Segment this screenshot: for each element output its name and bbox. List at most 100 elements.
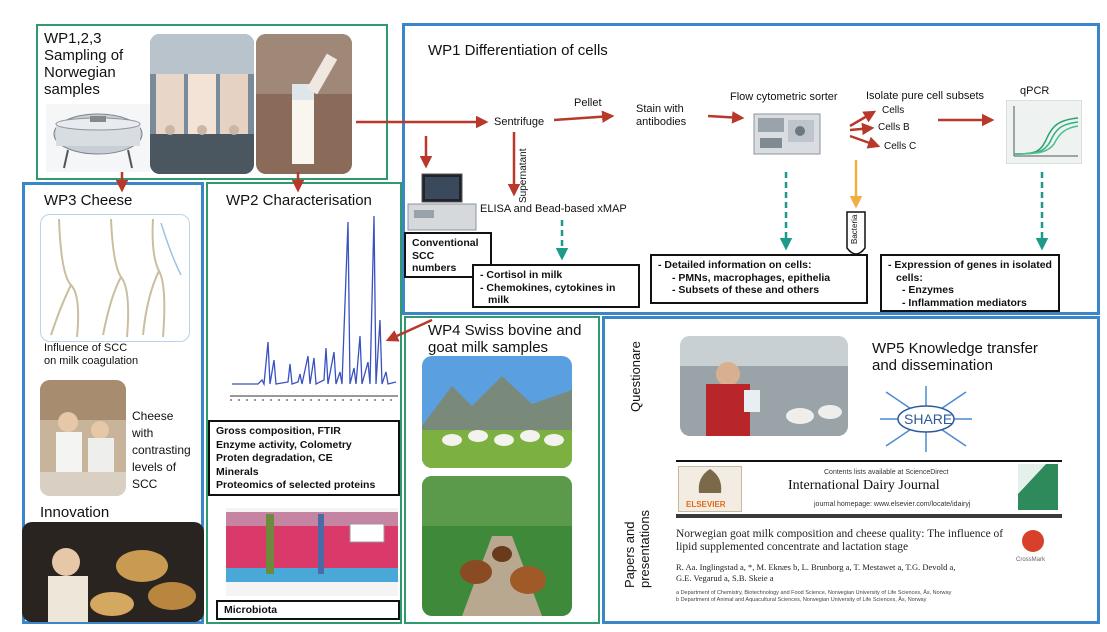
share-label: SHARE: [904, 411, 953, 427]
stain-line1: Stain with: [636, 103, 684, 115]
microbiota-box: Microbiota: [216, 600, 400, 620]
cheese-line1: Cheese: [132, 409, 174, 423]
cortisol-box: - Cortisol in milk - Chemokines, cytokin…: [472, 264, 640, 308]
affil-line1: a Department of Chemistry, Biotechnology…: [676, 590, 952, 596]
detailed-item-2: - PMNs, macrophages, epithelia: [672, 271, 831, 284]
expression-text-3: Enzymes: [908, 284, 954, 296]
wp5-frame: [602, 316, 1100, 624]
expression-item-3: - Enzymes: [902, 284, 954, 296]
stain-line2: antibodies: [636, 116, 687, 128]
detailed-text-1: Detailed information on cells:: [664, 259, 812, 271]
papers-label: Papers and presentations: [622, 510, 652, 588]
wp4-title-line2: goat milk samples: [428, 339, 549, 356]
coagulation-diagram: [40, 214, 190, 342]
cells-c-label: Cells C: [884, 141, 917, 152]
wp123-frame: [36, 24, 388, 180]
authors-line1: R. Aa. Inglingstad a, *, M. Eknæs b, L. …: [676, 562, 956, 572]
sentrifuge-label: Sentrifuge: [494, 116, 545, 128]
milk-tank-image: [46, 104, 150, 172]
expression-item-2: cells:: [888, 272, 1052, 285]
wp5-title-line1: WP5 Knowledge transfer: [872, 340, 1038, 357]
wp123-title-line3: Norwegian: [44, 64, 116, 81]
goats-mountain-image: [422, 356, 572, 468]
papers-line2: presentations: [637, 509, 652, 588]
detailed-text-3: Subsets of these and others: [678, 284, 820, 296]
crossmark-badge: [1022, 530, 1044, 552]
wp4-frame: [404, 316, 600, 624]
cheese-line2: with: [132, 426, 154, 440]
milking-cows-image: [150, 34, 254, 174]
authors-line2: G.E. Vegarud a, S.B. Skeie a: [676, 573, 774, 583]
qpcr-plot-image: [1006, 100, 1082, 164]
isolate-label: Isolate pure cell subsets: [866, 90, 985, 102]
pellet-label: Pellet: [574, 97, 602, 109]
wp3-frame: [22, 182, 204, 624]
wp2-method-4: Minerals: [216, 465, 259, 478]
wp123-title-line2: Sampling of: [44, 47, 124, 64]
cortisol-text-1: Cortisol in milk: [486, 269, 563, 281]
wp123-title: WP1,2,3 Sampling of Norwegian samples: [44, 30, 123, 98]
cheese-line3: contrasting: [132, 443, 191, 457]
detailed-item-1: - Detailed information on cells:: [658, 259, 812, 271]
wp4-title: WP4 Swiss bovine and goat milk samples: [428, 322, 581, 356]
wp4-title-line1: WP4 Swiss bovine and: [428, 322, 582, 339]
wp2-method-1: Gross composition, FTIR: [216, 425, 341, 437]
papers-line1: Papers and: [622, 521, 637, 589]
conventional-line3: numbers: [412, 262, 457, 274]
wp2-method-5: Proteomics of selected proteins: [216, 479, 376, 491]
flow-sorter-label: Flow cytometric sorter: [730, 91, 838, 103]
elsevier-logo: [678, 466, 742, 512]
article-title-line2: lipid supplemented concentrate and lacta…: [676, 541, 909, 553]
article-authors: R. Aa. Inglingstad a, *, M. Eknæs b, L. …: [676, 562, 1056, 584]
wp5-title: WP5 Knowledge transfer and dissemination: [872, 340, 1038, 374]
innovation-label: Innovation: [40, 504, 110, 521]
cortisol-item-3: milk: [480, 294, 632, 307]
cows-road-image: [422, 476, 572, 616]
supernatant-label: Supernatant: [518, 148, 529, 204]
expression-item-1: - Expression of genes in isolated: [888, 259, 1052, 271]
influence-line2: on milk coagulation: [44, 355, 139, 367]
chromatogram-image: [228, 212, 400, 412]
journal-name: International Dairy Journal: [788, 478, 940, 493]
expression-box: - Expression of genes in isolated cells:…: [880, 254, 1060, 312]
cortisol-item-1: - Cortisol in milk: [480, 269, 563, 281]
stain-label: Stain with antibodies: [636, 103, 686, 129]
cheese-label: Cheese with contrasting levels of SCC: [132, 408, 191, 493]
bacteria-tube: [845, 210, 867, 260]
journal-divider: [676, 514, 1062, 518]
cells-b-label: Cells B: [878, 122, 910, 133]
cortisol-item-2: - Chemokines, cytokines in: [480, 281, 616, 294]
farmer-tablet-image: [680, 336, 848, 436]
journal-header-bar: [676, 460, 1062, 462]
questionare-label: Questionare: [628, 341, 643, 412]
milk-sample-tube-image: [256, 34, 352, 174]
wp2-title: WP2 Characterisation: [226, 192, 372, 209]
cheese-wheels-image: [22, 522, 204, 622]
elsevier-label: ELSEVIER: [686, 500, 726, 509]
affil-line2: b Department of Animal and Aquacultural …: [676, 597, 927, 603]
microbiota-chart-image: [226, 508, 398, 596]
detailed-cells-box: - Detailed information on cells: - PMNs,…: [650, 254, 868, 304]
influence-line1: Influence of SCC: [44, 342, 128, 354]
influence-label: Influence of SCC on milk coagulation: [44, 342, 138, 368]
cheese-line5: SCC: [132, 477, 158, 491]
wp1-frame: [402, 23, 1100, 315]
detailed-item-3: - Subsets of these and others: [672, 284, 820, 296]
article-title-line1: Norwegian goat milk composition and chee…: [676, 528, 1004, 540]
article-title: Norwegian goat milk composition and chee…: [676, 528, 1016, 554]
scc-counter-image: [404, 168, 480, 234]
wp2-methods-box: Gross composition, FTIR Enzyme activity,…: [208, 420, 400, 496]
flow-cytometer-image: [752, 104, 822, 158]
elisa-label: ELISA and Bead-based xMAP: [480, 203, 627, 215]
journal-contents: Contents lists available at ScienceDirec…: [824, 469, 949, 476]
conventional-line2: SCC: [412, 249, 435, 262]
wp123-title-line1: WP1,2,3: [44, 30, 102, 47]
expression-text-4: Inflammation mediators: [908, 296, 1027, 309]
journal-excerpt: ELSEVIER Contents lists available at Sci…: [676, 460, 1062, 620]
wp123-title-line4: samples: [44, 81, 100, 98]
detailed-text-2: PMNs, macrophages, epithelia: [678, 271, 831, 284]
bacteria-label: Bacteria: [850, 214, 859, 244]
share-graphic: [878, 384, 974, 454]
qpcr-label: qPCR: [1020, 85, 1050, 97]
cells-label: Cells: [882, 105, 905, 116]
